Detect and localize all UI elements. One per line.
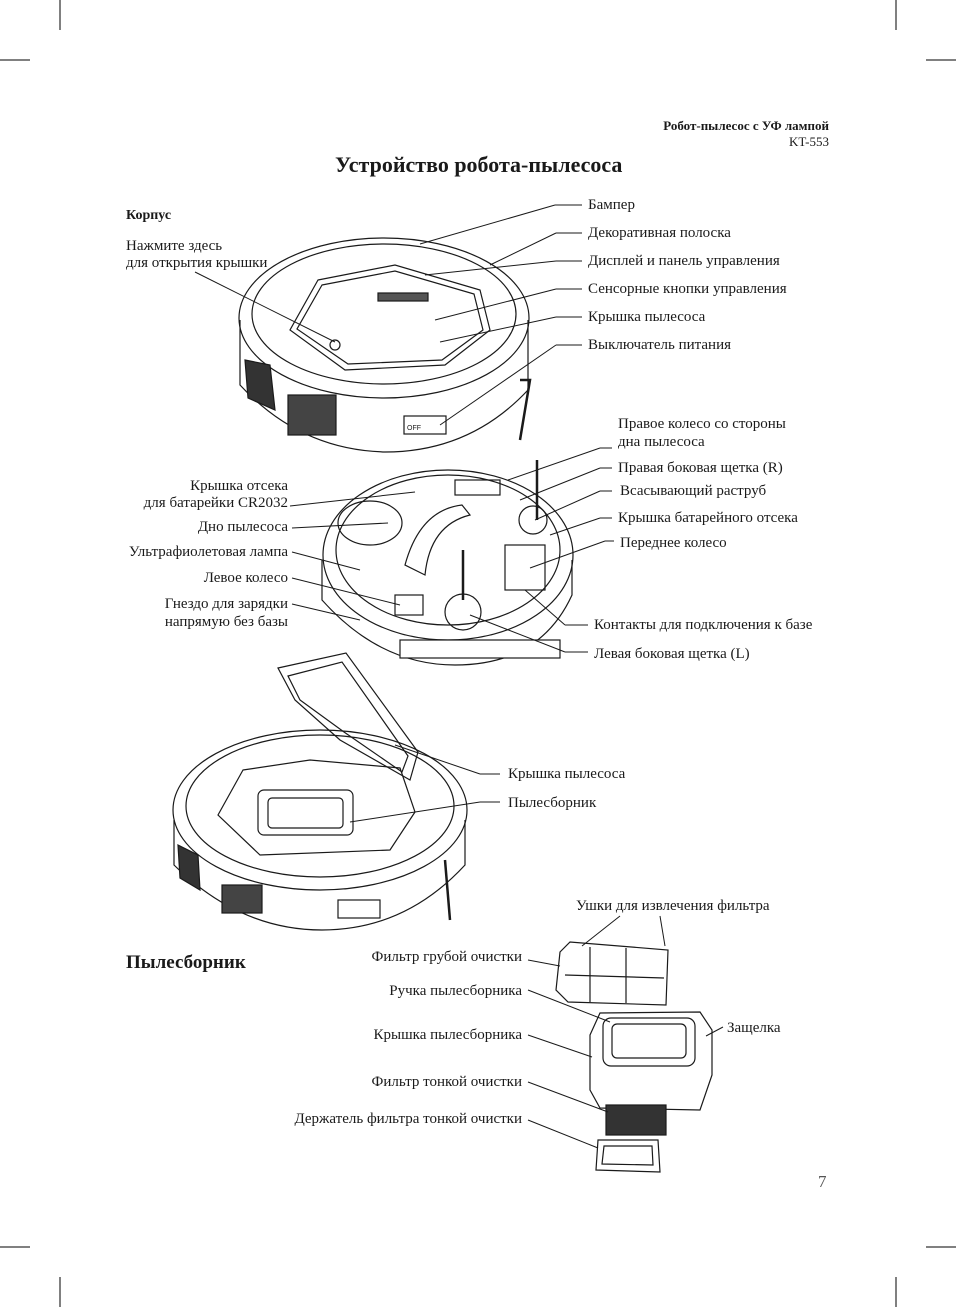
label-left-wheel: Левое колесо xyxy=(203,570,288,586)
page-title: Устройство робота-пылесоса xyxy=(335,152,623,177)
label-power-switch: Выключатель питания xyxy=(588,337,731,353)
label-dustbin-cover: Крышка пылесборника xyxy=(373,1027,522,1043)
section-dustbin-heading: Пылесборник xyxy=(126,952,246,973)
page-number: 7 xyxy=(818,1172,827,1191)
leaders-body xyxy=(194,204,582,426)
label-latch: Защелка xyxy=(727,1020,781,1036)
label-right-wheel-l1: Правое колесо со стороны xyxy=(618,416,786,432)
label-lid: Крышка пылесоса xyxy=(588,309,706,325)
label-base-contacts: Контакты для подключения к базе xyxy=(594,617,813,633)
label-battery-cr2032-l2: для батарейки CR2032 xyxy=(143,495,288,511)
label-touch-buttons: Сенсорные кнопки управления xyxy=(588,281,787,297)
dustbin-exploded xyxy=(555,941,713,1173)
label-fine-filter: Фильтр тонкой очистки xyxy=(371,1074,522,1090)
label-bottom: Дно пылесоса xyxy=(197,519,288,535)
label-press-line2: для открытия крышки xyxy=(126,255,268,271)
label-press-line1: Нажмите здесь xyxy=(126,238,223,254)
label-left-brush: Левая боковая щетка (L) xyxy=(594,646,750,662)
label-coarse-filter: Фильтр грубой очистки xyxy=(371,949,523,965)
section-body-heading: Корпус xyxy=(126,208,172,223)
label-deco-strip: Декоративная полоска xyxy=(588,225,731,241)
label-charge-socket-l1: Гнездо для зарядки xyxy=(164,596,288,612)
header-model: KT-553 xyxy=(789,134,829,149)
header-product-name: Робот-пылесос с УФ лампой xyxy=(663,118,829,133)
label-fine-filter-holder: Держатель фильтра тонкой очистки xyxy=(294,1111,522,1127)
robot-top-view xyxy=(238,237,532,453)
switch-mark: OFF xyxy=(407,425,421,432)
leaders-dust xyxy=(527,915,724,1149)
label-open-dustbin: Пылесборник xyxy=(508,795,597,811)
label-display-panel: Дисплей и панель управления xyxy=(588,253,780,269)
label-suction-inlet: Всасывающий раструб xyxy=(620,483,767,499)
label-front-wheel: Переднее колесо xyxy=(620,535,727,551)
label-open-lid: Крышка пылесоса xyxy=(508,766,626,782)
label-dustbin-handle: Ручка пылесборника xyxy=(389,983,522,999)
leaders-open xyxy=(349,744,500,823)
label-battery-cr2032-l1: Крышка отсека xyxy=(190,478,288,494)
label-uv-lamp: Ультрафиолетовая лампа xyxy=(128,544,288,560)
robot-bottom-view xyxy=(321,460,574,666)
label-filter-ears: Ушки для извлечения фильтра xyxy=(576,898,770,914)
label-charge-socket-l2: напрямую без базы xyxy=(164,614,288,630)
label-battery-cover: Крышка батарейного отсека xyxy=(618,510,798,526)
robot-open-lid xyxy=(172,652,468,931)
leaders-bottom xyxy=(289,447,614,653)
label-bumper: Бампер xyxy=(588,197,635,213)
label-right-wheel-l2: дна пылесоса xyxy=(618,434,705,450)
label-right-brush: Правая боковая щетка (R) xyxy=(618,460,783,476)
